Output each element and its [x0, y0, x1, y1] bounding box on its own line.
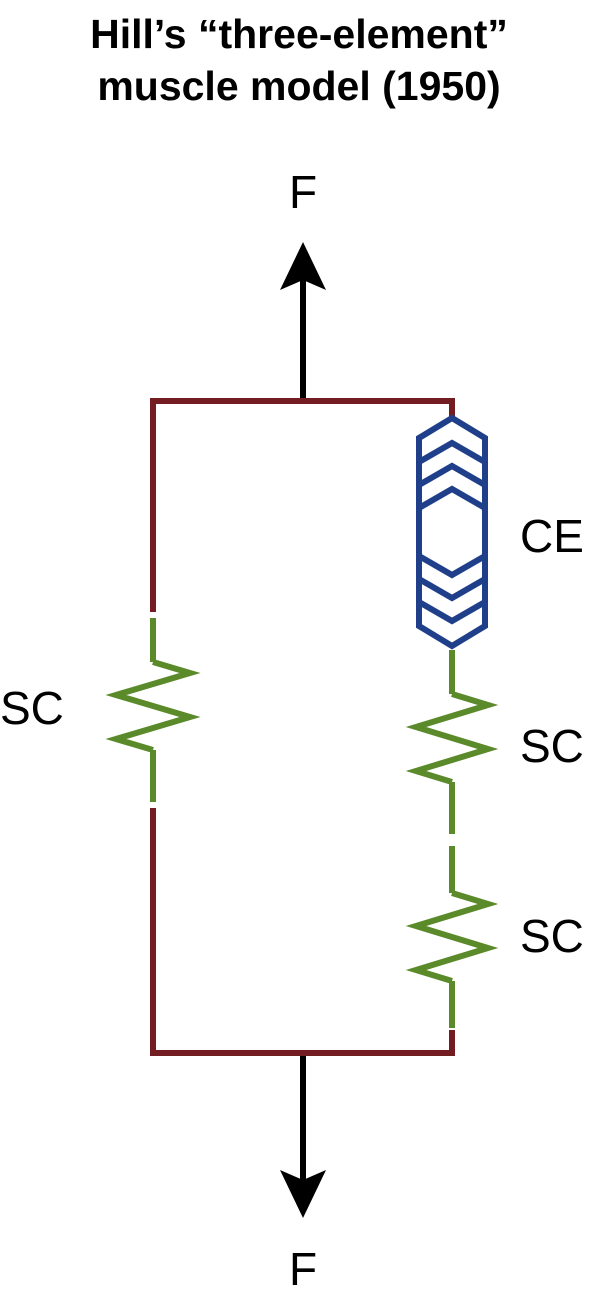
spring-parallel-label: SC: [0, 682, 64, 734]
spring-series-lower: [405, 846, 499, 1028]
force-arrow-bottom: [280, 1055, 326, 1218]
title-line-2: muscle model (1950): [97, 63, 501, 109]
force-label-top: F: [289, 166, 317, 218]
spring-series-upper: [405, 650, 499, 834]
force-arrow-top: [280, 242, 326, 400]
spring-series-lower-label: SC: [520, 910, 584, 962]
title-line-1: Hill’s “three-element”: [90, 11, 508, 57]
contractile-element-label: CE: [520, 510, 584, 562]
frame: [150, 398, 455, 1056]
spring-parallel: [105, 618, 201, 802]
force-label-bottom: F: [289, 1243, 317, 1295]
contractile-element: [416, 414, 488, 650]
diagram-title: Hill’s “three-element” muscle model (195…: [0, 8, 598, 112]
spring-series-upper-label: SC: [520, 720, 584, 772]
